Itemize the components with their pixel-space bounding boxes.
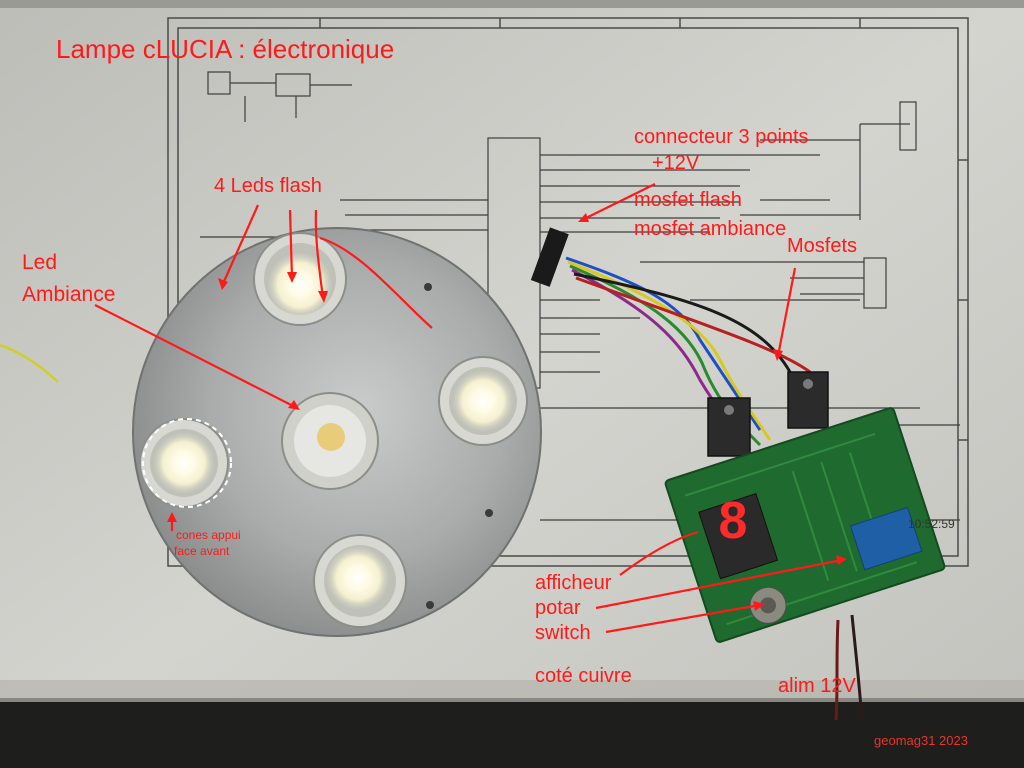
label-led-ambiance-line2: Ambiance [22, 283, 116, 306]
paper-stain-band [0, 680, 1024, 702]
label-led-ambiance-line1: Led [22, 251, 58, 274]
label-afficheur: afficheur [535, 572, 612, 594]
mosfet-pair [707, 371, 829, 457]
photo-credit: geomag31 2023 [874, 733, 968, 748]
annotation-arrowheads [167, 213, 847, 611]
power-cable-black [850, 614, 864, 723]
seven-segment-digit: 8 [719, 492, 748, 550]
flash-led-bottom [313, 534, 407, 628]
power-cable-red [834, 619, 840, 721]
label-cones-line1: cones appui [176, 528, 241, 542]
label-connecteur-line2: +12V [652, 152, 700, 174]
plate-hole [426, 601, 434, 609]
plate-hole [424, 283, 432, 291]
flash-led-left [139, 418, 232, 508]
label-alim: alim 12V [778, 675, 856, 697]
top-edge [0, 0, 1024, 8]
plate-hole [485, 509, 493, 517]
three-pin-connector [530, 227, 569, 287]
flash-led-right [438, 356, 528, 446]
label-cote-cuivre: coté cuivre [535, 665, 632, 687]
label-connecteur-line4: mosfet ambiance [634, 218, 787, 240]
label-connecteur-line1: connecteur 3 points [634, 126, 809, 148]
schematic-frame [167, 17, 969, 567]
photo-title: Lampe cLUCIA : électronique [56, 34, 395, 64]
label-connecteur-line3: mosfet flash [634, 189, 742, 211]
loose-yellow-wire [0, 343, 59, 383]
ambiance-led-center [281, 392, 379, 490]
flash-led-top [253, 232, 347, 326]
control-pcb [664, 407, 946, 643]
label-switch: switch [535, 622, 591, 644]
label-mosfets: Mosfets [787, 235, 858, 257]
label-potar: potar [535, 597, 581, 619]
dark-floor [0, 698, 1024, 768]
label-cones-line2: face avant [174, 544, 230, 558]
label-leds-flash: 4 Leds flash [214, 175, 322, 197]
annotation-arrows [94, 183, 843, 634]
schematic-timestamp: 10:52:59 [908, 517, 955, 531]
